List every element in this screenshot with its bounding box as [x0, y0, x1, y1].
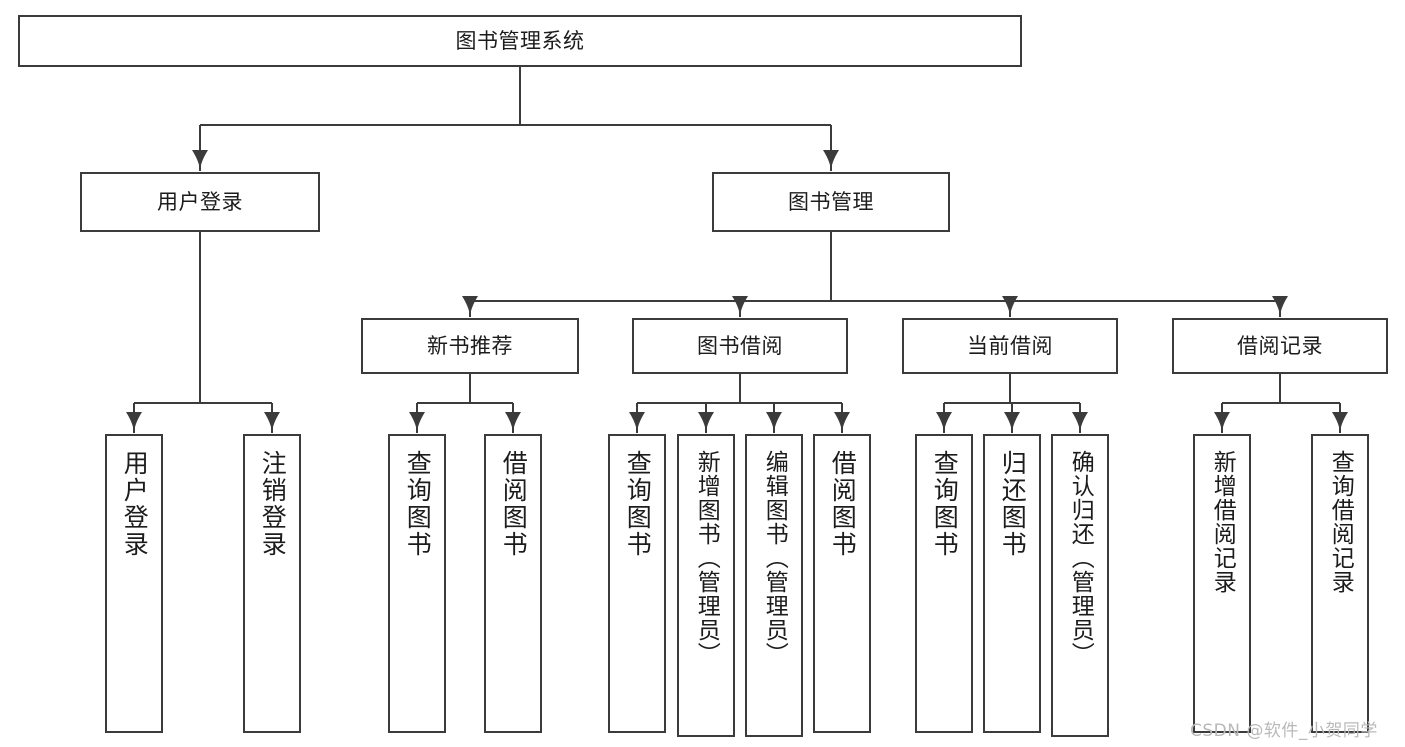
node-label: 编辑图书（管理员）	[761, 450, 788, 666]
node-label: 用户登录	[157, 189, 243, 214]
node-label: 图书管理	[788, 189, 874, 214]
node-label: 确认归还（管理员）	[1067, 450, 1094, 666]
node-label: 归还图书	[998, 450, 1028, 558]
node-label: 借阅记录	[1237, 333, 1323, 358]
node-label: 新书推荐	[427, 333, 513, 358]
node-label: 图书借阅	[697, 333, 783, 358]
node-leaf-user-logout[interactable]: 注销登录	[243, 434, 301, 733]
node-leaf-add-book[interactable]: 新增图书（管理员）	[677, 434, 735, 737]
node-label: 图书管理系统	[455, 28, 585, 53]
node-leaf-edit-book[interactable]: 编辑图书（管理员）	[745, 434, 803, 737]
node-leaf-borrow-book-2[interactable]: 借阅图书	[813, 434, 871, 733]
node-leaf-add-record[interactable]: 新增借阅记录	[1193, 434, 1251, 733]
node-label: 借阅图书	[828, 450, 858, 558]
node-leaf-query-book-3[interactable]: 查询图书	[915, 434, 973, 733]
node-leaf-return-book[interactable]: 归还图书	[983, 434, 1041, 733]
node-label: 用户登录	[120, 450, 150, 558]
node-book-manage[interactable]: 图书管理	[712, 172, 950, 232]
node-leaf-confirm-return[interactable]: 确认归还（管理员）	[1051, 434, 1109, 737]
node-label: 当前借阅	[967, 333, 1053, 358]
node-root[interactable]: 图书管理系统	[18, 15, 1022, 67]
watermark-label: CSDN @软件_小贺同学	[1190, 721, 1378, 741]
node-current-borrow[interactable]: 当前借阅	[902, 318, 1118, 374]
node-new-book-rec[interactable]: 新书推荐	[361, 318, 579, 374]
node-label: 查询图书	[930, 450, 960, 558]
node-leaf-borrow-book-1[interactable]: 借阅图书	[484, 434, 542, 733]
node-label: 注销登录	[258, 450, 288, 558]
node-user-login[interactable]: 用户登录	[80, 172, 320, 232]
node-label: 新增图书（管理员）	[693, 450, 720, 666]
node-label: 查询图书	[623, 450, 653, 558]
node-book-borrow[interactable]: 图书借阅	[632, 318, 848, 374]
node-label: 新增借阅记录	[1209, 450, 1236, 594]
node-label: 查询借阅记录	[1327, 450, 1354, 594]
node-borrow-record[interactable]: 借阅记录	[1172, 318, 1388, 374]
node-leaf-query-book-1[interactable]: 查询图书	[388, 434, 446, 733]
node-leaf-query-book-2[interactable]: 查询图书	[608, 434, 666, 733]
node-label: 借阅图书	[499, 450, 529, 558]
node-leaf-query-record[interactable]: 查询借阅记录	[1311, 434, 1369, 733]
node-label: 查询图书	[403, 450, 433, 558]
node-leaf-user-login[interactable]: 用户登录	[105, 434, 163, 733]
